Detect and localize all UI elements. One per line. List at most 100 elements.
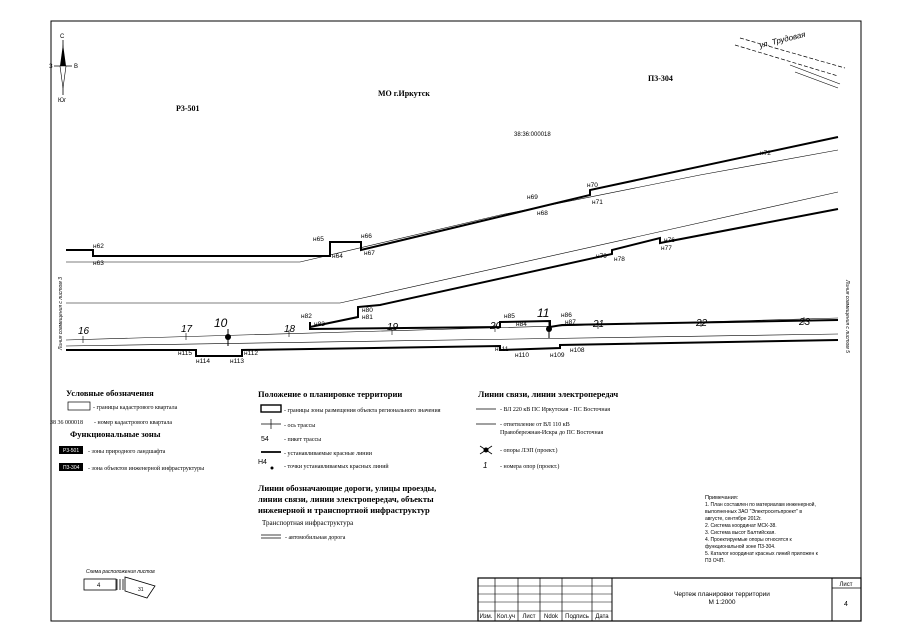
- point-label: н77: [661, 245, 672, 252]
- compass-west: З: [49, 64, 53, 70]
- compass-south: Юг: [58, 98, 67, 104]
- stamp-sheet-number: 4: [844, 601, 848, 608]
- road-top-right: [734, 37, 846, 89]
- stamp-scale: М 1:2000: [708, 599, 735, 606]
- legend-power-item: - ответвление от ВЛ 110 кВ: [500, 422, 570, 428]
- municipality-label: МО г.Иркутск: [378, 89, 430, 98]
- picket-ticks: [82, 317, 805, 343]
- point-label: н81: [362, 314, 373, 321]
- point-label: н112: [244, 350, 258, 357]
- legend-pos-item: - устанавливаемые красные линии: [284, 451, 373, 457]
- point-label: н64: [332, 253, 343, 260]
- point-label: н83: [314, 321, 325, 328]
- note-line: выполненных ЗАО "Электросетьпроект" в: [705, 509, 802, 515]
- red-line-lower-top: [309, 319, 839, 331]
- point-label: н115: [178, 350, 192, 357]
- red-line-bottom-2: [65, 333, 839, 347]
- compass-east: В: [74, 64, 78, 70]
- legend-position-title: Положение о планировке территории: [258, 389, 402, 399]
- legend-zone2-desc: - зона объектов инженерной инфраструктур…: [88, 465, 204, 472]
- sheet-scheme-right-number: 31: [138, 587, 144, 593]
- legend-road-desc: - автомобильная дорога: [285, 534, 346, 541]
- note-line: 3. Система высот Балтийская.: [705, 529, 776, 536]
- legend-zone-boundary-swatch: [260, 404, 282, 413]
- legend-zone2-swatch: [59, 463, 83, 471]
- sheet-scheme-left-number: 4: [97, 583, 101, 589]
- point-label: н87: [565, 319, 576, 326]
- legend-power-item: Правобережная-Искра до ПС Восточная: [500, 429, 603, 436]
- stamp-title: Чертеж планировки территории: [674, 591, 770, 598]
- sheet-scheme-right: [124, 576, 156, 599]
- point-label: н110: [515, 352, 529, 359]
- sheet-scheme-left: [83, 578, 117, 591]
- legend-power-item: - опоры ЛЭП (проект.): [500, 447, 558, 454]
- point-label: н85: [504, 313, 515, 320]
- point-label: н67: [364, 250, 375, 257]
- outer-frame: [50, 20, 862, 622]
- legend-conventional-title: Условные обозначения: [66, 388, 154, 398]
- point-label: н62: [93, 243, 104, 250]
- stamp-header-kol: Кол.уч: [497, 614, 515, 620]
- point-label: н66: [361, 233, 372, 240]
- support-number: 10: [214, 316, 228, 330]
- point-label: н70: [587, 182, 598, 189]
- stamp-header-list: Лист: [522, 614, 535, 620]
- picket-label: 16: [78, 326, 90, 337]
- legend-support-number-sample: 1: [483, 461, 487, 470]
- point-label: н78: [614, 256, 625, 263]
- legend-pos-item: - ось трассы: [284, 423, 315, 429]
- point-label: н79: [596, 253, 607, 260]
- point-label: н111: [495, 346, 509, 353]
- legend-power-item: - ВЛ 220 кВ ПС Иркутская - ПС Восточная: [500, 407, 610, 413]
- point-label: н109: [550, 352, 565, 359]
- legend-cadastral-swatch: [67, 401, 91, 411]
- legend-point-icon: [270, 466, 274, 470]
- red-line-upper: [66, 136, 839, 257]
- match-line-left-label: Линия совмещения с листом 3: [58, 277, 64, 351]
- point-label: н72: [760, 150, 771, 157]
- road-name-label: ул. Трудовая: [757, 30, 807, 51]
- note-line: августе, сентябре 2012г.: [705, 516, 762, 522]
- note-line: 1. План составлен по материалам инженерн…: [705, 501, 816, 508]
- picket-label: 20: [489, 321, 502, 332]
- compass-north: С: [60, 34, 65, 40]
- title-block: [477, 577, 862, 622]
- point-label: н84: [516, 321, 527, 328]
- stamp-header-ndok: Ndok: [544, 614, 559, 620]
- picket-label: 17: [181, 324, 193, 335]
- match-line-right-label: Линия совмещения с листом 5: [844, 279, 850, 353]
- note-line: П3 ОЧП.: [705, 558, 725, 564]
- sheet-scheme-title: Схема расположения листов: [86, 569, 155, 575]
- note-line: 4. Проектируемые опоры относятся к: [705, 537, 793, 543]
- legend-picket-sample: 54: [261, 436, 269, 443]
- legend-lines-title: линии связи, линии электропередач, объек…: [258, 494, 434, 504]
- cadastral-boundary-line-2: [66, 191, 839, 304]
- zone-label-right: П3-304: [648, 74, 673, 83]
- picket-label: 22: [695, 318, 708, 329]
- legend-zone2-code: П3-304: [63, 465, 80, 471]
- legend-transport-title: Транспортная инфраструктура: [262, 519, 354, 527]
- point-label: н80: [362, 307, 373, 314]
- sheet-scheme-hatch-icon: [116, 579, 124, 590]
- legend-pos-item: - пикет трассы: [284, 437, 321, 443]
- support-number: 11: [537, 306, 549, 320]
- north-arrow-icon: [54, 40, 72, 95]
- red-line-middle: [309, 208, 839, 329]
- legend-power-support-icon: [479, 445, 493, 455]
- point-label: н69: [527, 194, 538, 201]
- legend-road-swatch: [261, 534, 281, 539]
- legend-cadastral-number-desc: - номер кадастрового квартала: [94, 420, 172, 426]
- legend-power-title: Линии связи, линии электропередач: [478, 389, 618, 399]
- cadastral-label: 38:36:000018: [514, 132, 551, 138]
- notes-title: Примечания:: [705, 495, 739, 501]
- power-support-icon-11: [546, 321, 552, 338]
- legend-point-sample: Н4: [258, 459, 267, 466]
- legend-functional-title: Функциональные зоны: [70, 429, 161, 439]
- picket-label: 23: [798, 317, 811, 328]
- point-label: н76: [664, 237, 675, 244]
- point-label: н86: [561, 312, 572, 319]
- stamp-header-izm: Изм.: [480, 614, 493, 620]
- point-label: н108: [570, 347, 585, 354]
- point-label: н63: [93, 260, 104, 267]
- stamp-header-date: Дата: [595, 614, 609, 620]
